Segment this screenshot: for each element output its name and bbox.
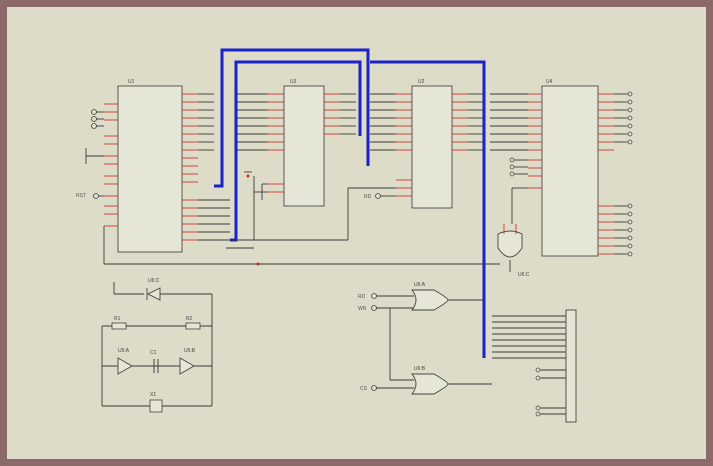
resistor-r1[interactable]: R1 <box>111 316 127 330</box>
rd-label-u2: RD <box>364 194 372 200</box>
u3-bus-entries <box>236 93 356 240</box>
u6c-label: U6:C <box>518 272 530 278</box>
u4-chip[interactable]: U4 <box>541 79 599 257</box>
u2-pins <box>396 93 468 197</box>
u6b-label: U6:B <box>414 366 426 372</box>
connector-wires <box>492 315 566 417</box>
cs-label: CS <box>360 386 368 392</box>
capacitor-c1[interactable]: C1 <box>150 350 159 373</box>
u3-label: U3 <box>290 79 297 85</box>
cs-terminal[interactable]: CS <box>360 385 377 393</box>
rd-label: RD <box>358 294 366 300</box>
u1-right-pins <box>182 93 198 241</box>
rst-terminal[interactable]: RST <box>76 193 104 199</box>
u4-output-terminals-lower <box>614 203 633 257</box>
wr-label: WR <box>358 306 367 312</box>
or-gate-wiring <box>376 295 492 389</box>
c1-label: C1 <box>150 350 157 356</box>
u1-chip[interactable]: U1 <box>117 79 183 253</box>
u5a-label: U5:A <box>118 348 130 354</box>
crystal-x1[interactable]: X1 <box>149 392 163 413</box>
u6a-label: U6:A <box>414 282 426 288</box>
u2-chip[interactable]: U2 <box>411 79 453 209</box>
u4-output-terminals-upper <box>614 91 633 145</box>
rd-terminal-u2[interactable]: RD <box>364 193 396 201</box>
u3-chip[interactable]: U3 <box>283 79 325 207</box>
net-rails <box>103 171 500 266</box>
inverter-u5b[interactable]: U5:B <box>179 348 196 375</box>
diode-u6[interactable]: U6:C <box>113 278 212 301</box>
x1-label: X1 <box>150 392 156 398</box>
u6-diode-label: U6:C <box>148 278 160 284</box>
u4-pins <box>528 93 614 255</box>
resistor-r2[interactable]: R2 <box>185 316 201 330</box>
u1-label: U1 <box>128 79 135 85</box>
rst-label: RST <box>76 193 86 199</box>
u2-bus-entries <box>347 93 484 240</box>
connector-j1[interactable] <box>565 309 577 423</box>
inverter-u5a[interactable]: U5:A <box>117 348 133 375</box>
wr-terminal[interactable]: WR <box>358 305 377 313</box>
u3-pins <box>268 93 340 193</box>
u1-input-terminals <box>85 109 104 164</box>
u4-bus-entries <box>490 93 528 151</box>
rd-terminal[interactable]: RD <box>358 293 377 301</box>
u4-label: U4 <box>546 79 553 85</box>
u6c-or-gate[interactable]: U6:C <box>497 224 530 278</box>
u1-left-pins <box>104 103 118 227</box>
or-gate-u6b[interactable]: U6:B <box>411 366 449 395</box>
u1-bus-entries <box>198 93 230 233</box>
or-gate-u6a[interactable]: U6:A <box>411 282 449 311</box>
u2-label: U2 <box>418 79 425 85</box>
r2-label: R2 <box>186 316 193 322</box>
r1-label: R1 <box>114 316 121 322</box>
u4-small-terminals <box>509 157 528 224</box>
u5b-label: U5:B <box>184 348 196 354</box>
